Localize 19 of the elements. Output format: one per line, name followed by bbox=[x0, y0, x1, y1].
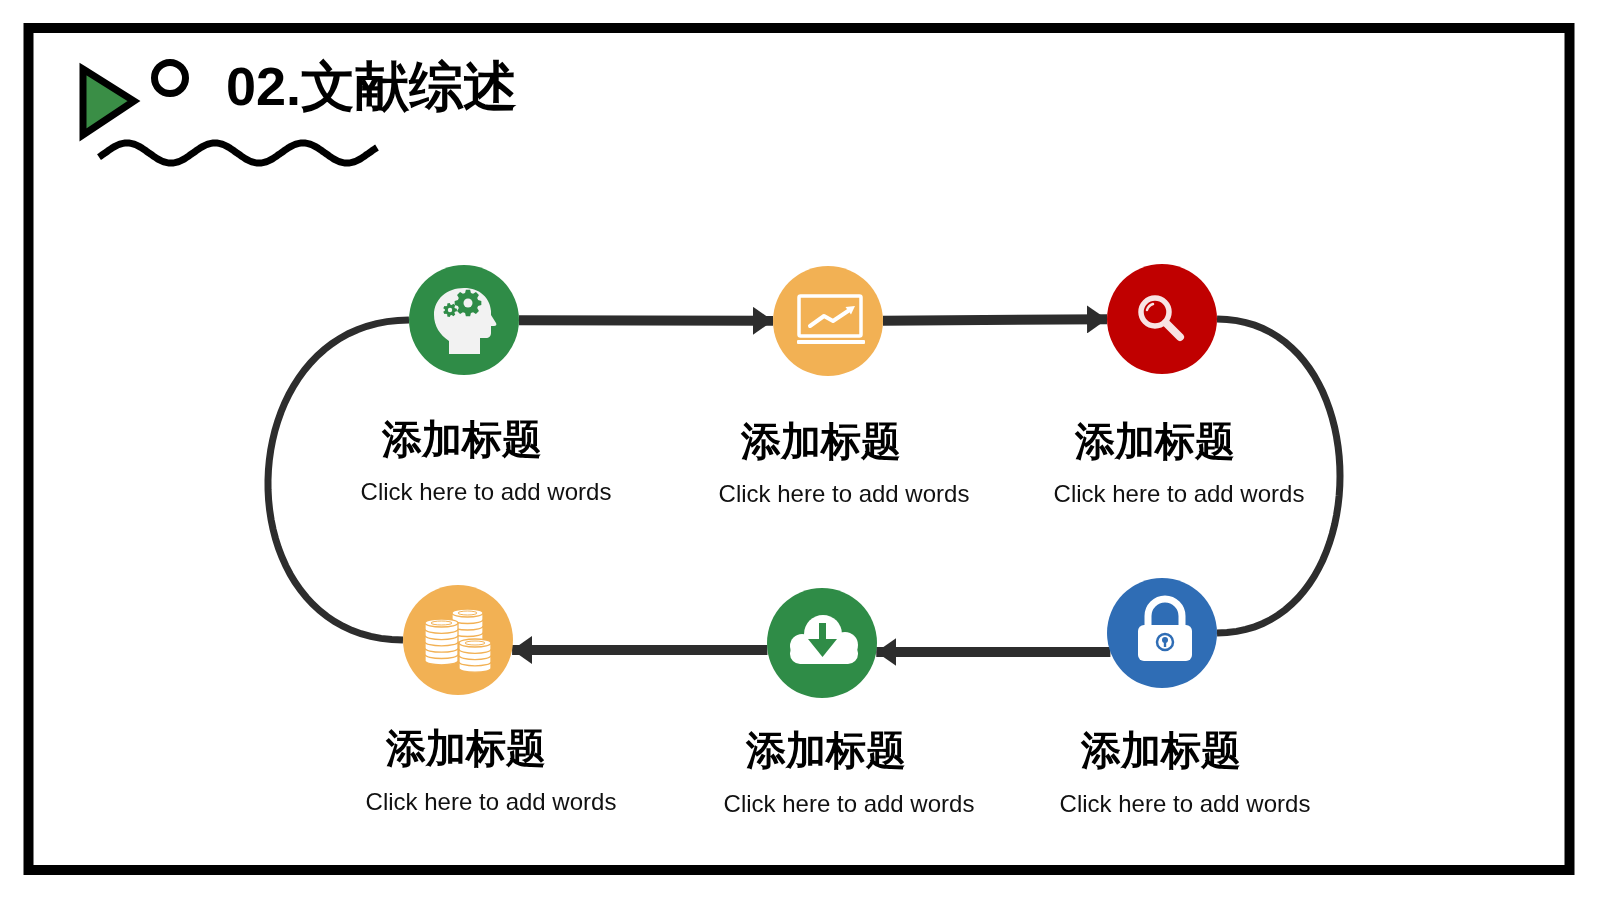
step-heading: 添加标题 bbox=[1081, 727, 1241, 773]
step-heading: 添加标题 bbox=[746, 727, 906, 773]
step-description: Click here to add words bbox=[360, 477, 612, 507]
arrow bbox=[519, 306, 773, 335]
curved-connector bbox=[1216, 315, 1344, 637]
arrow bbox=[876, 638, 1111, 666]
slide-title: 02.文献综述 bbox=[226, 55, 518, 118]
step-description: Click here to add words bbox=[718, 479, 970, 509]
step-heading: 添加标题 bbox=[741, 418, 901, 464]
step-heading: 添加标题 bbox=[382, 416, 542, 462]
arrow bbox=[882, 305, 1108, 334]
arrow bbox=[512, 636, 768, 664]
step-heading: 添加标题 bbox=[1075, 418, 1235, 464]
step-description: Click here to add words bbox=[1053, 479, 1305, 509]
step-heading: 添加标题 bbox=[386, 725, 546, 771]
step-description: Click here to add words bbox=[1059, 789, 1311, 819]
curved-connector bbox=[264, 316, 410, 644]
step-description: Click here to add words bbox=[365, 787, 617, 817]
step-description: Click here to add words bbox=[723, 789, 975, 819]
